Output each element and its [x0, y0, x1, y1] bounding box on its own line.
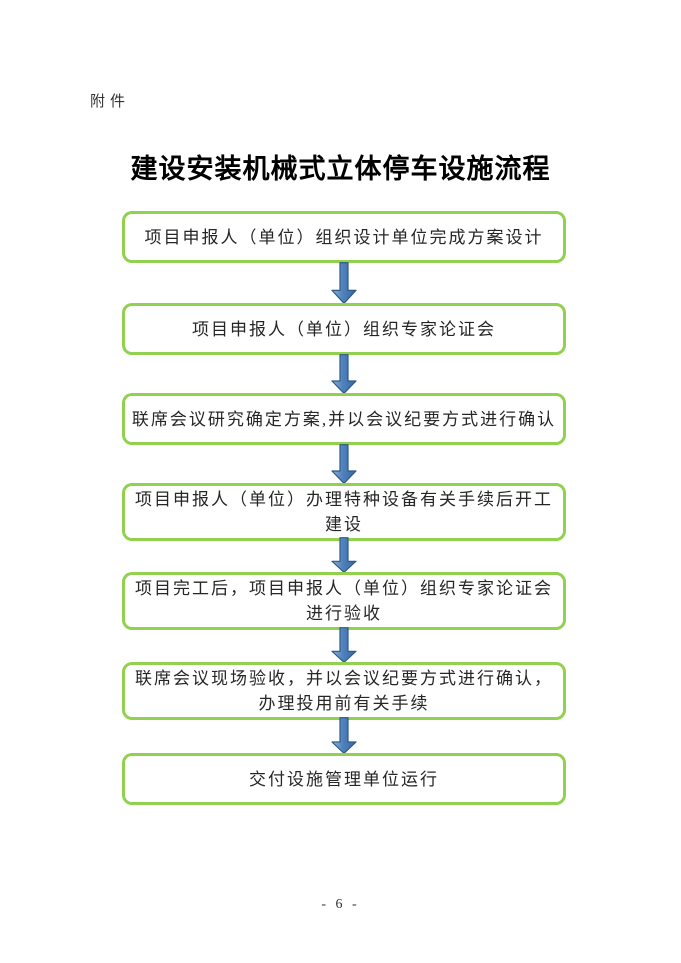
attachment-label: 附件: [90, 94, 131, 110]
flow-step: 项目申报人（单位）组织设计单位完成方案设计: [122, 211, 566, 263]
page-number: - 6 -: [321, 897, 360, 912]
flow-step: 项目完工后，项目申报人（单位）组织专家论证会进行验收: [122, 572, 566, 630]
down-arrow-icon: [331, 627, 357, 663]
flow-step: 联席会议研究确定方案,并以会议纪要方式进行确认: [122, 393, 566, 445]
down-arrow-icon: [331, 717, 357, 754]
down-arrow-icon: [331, 354, 357, 394]
flow-step: 项目申报人（单位）办理特种设备有关手续后开工建设: [122, 483, 566, 541]
flow-step: 联席会议现场验收，并以会议纪要方式进行确认，办理投用前有关手续: [122, 662, 566, 720]
flow-step: 交付设施管理单位运行: [122, 753, 566, 805]
flowchart-title: 建设安装机械式立体停车设施流程: [130, 154, 551, 184]
down-arrow-icon: [331, 537, 357, 573]
down-arrow-icon: [331, 444, 357, 484]
flow-step: 项目申报人（单位）组织专家论证会: [122, 303, 566, 355]
down-arrow-icon: [331, 262, 357, 304]
